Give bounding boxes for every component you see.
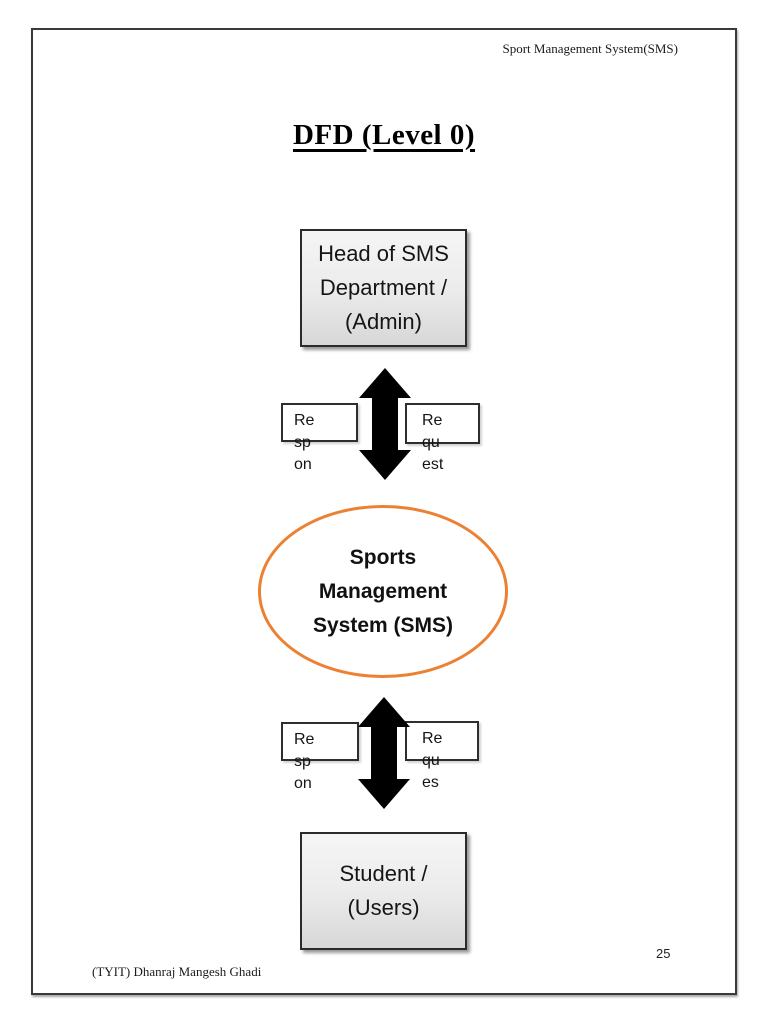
flow-label-line: qu <box>422 434 440 451</box>
process-line-2: Management <box>318 579 448 603</box>
page-header: Sport Management System(SMS) <box>502 41 679 56</box>
double-arrow-icon <box>358 697 410 809</box>
flow-label-line: es <box>422 774 439 791</box>
footer-author: (TYIT) Dhanraj Mangesh Ghadi <box>92 964 262 979</box>
process-line-1: Sports <box>349 545 417 569</box>
page-title: DFD (Level 0) <box>292 119 476 151</box>
entity-admin-line-1: Head of SMS <box>318 241 449 266</box>
entity-student-line-1: Student / <box>339 861 428 886</box>
entity-admin-box: Head of SMS Department / (Admin) <box>300 229 467 347</box>
flow-label-line: on <box>294 456 312 473</box>
entity-admin-line-2: Department / <box>319 275 448 300</box>
process-ellipse: Sports Management System (SMS) <box>258 505 508 678</box>
entity-admin-line-3: (Admin) <box>344 309 422 334</box>
entity-student-box: Student / (Users) <box>300 832 467 950</box>
flow-label-line: Re <box>294 412 315 429</box>
flow-label-line: Re <box>422 730 443 747</box>
page-number: 25 <box>656 946 671 961</box>
flow-label-line: on <box>294 775 312 792</box>
flow-label-line: Re <box>294 731 315 748</box>
flow-label-line: sp <box>294 434 311 451</box>
flow-label-response-top: Re sp on <box>281 403 358 473</box>
flow-label-response-bottom: Re sp on <box>281 722 359 792</box>
flow-label-request-top: Re qu est <box>405 403 480 473</box>
double-arrow-icon <box>359 368 411 480</box>
process-line-3: System (SMS) <box>312 613 454 637</box>
flow-label-line: sp <box>294 753 311 770</box>
flow-label-request-bottom: Re qu es <box>405 721 479 791</box>
flow-label-line: est <box>422 456 444 473</box>
entity-student-line-2: (Users) <box>347 895 420 920</box>
flow-label-line: qu <box>422 752 440 769</box>
flow-label-line: Re <box>422 412 443 429</box>
